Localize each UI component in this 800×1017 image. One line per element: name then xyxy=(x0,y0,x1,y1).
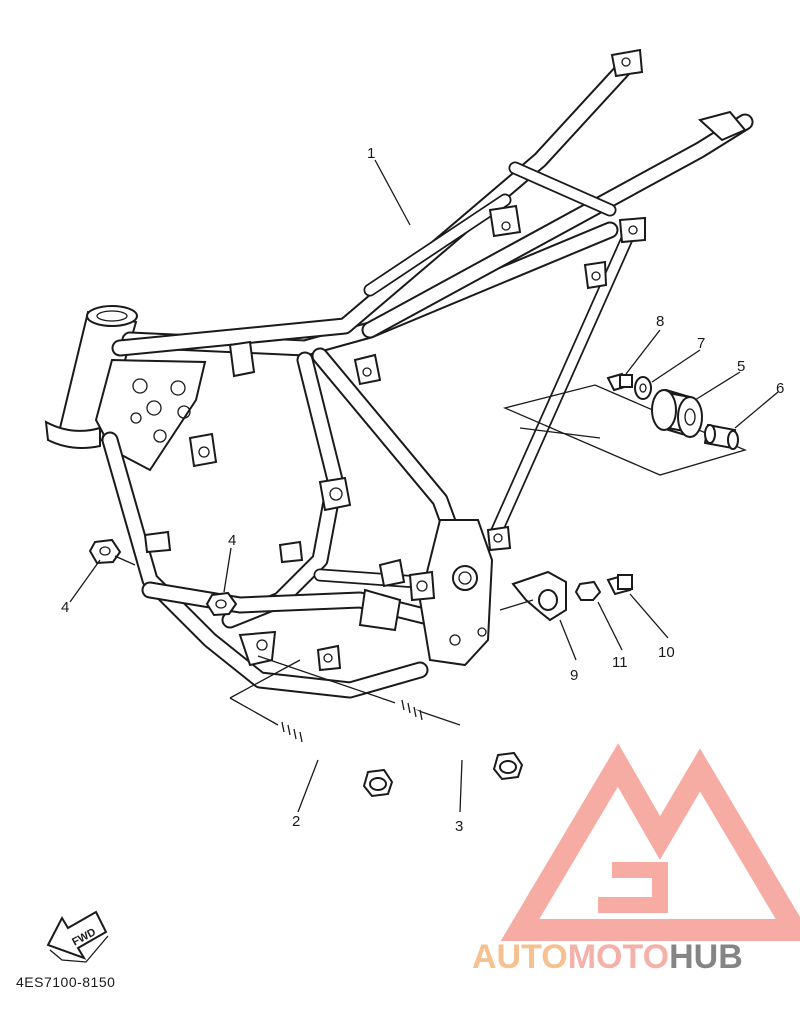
bolt-10 xyxy=(606,574,633,596)
watermark-moto: MOTO xyxy=(568,938,669,976)
part-label-6: 6 xyxy=(776,380,784,397)
bushing-5 xyxy=(651,389,703,438)
bolt-axis-line-left xyxy=(229,659,301,699)
watermark-hub: HUB xyxy=(669,938,743,976)
shock-mount-group xyxy=(502,372,747,476)
part-label-4-center: 4 xyxy=(228,532,236,549)
pivot-plate xyxy=(418,519,494,667)
mount-axis-line xyxy=(257,655,461,726)
engine-bolt-3 xyxy=(395,699,524,781)
nut-4-center xyxy=(205,591,238,617)
frame-brackets xyxy=(143,48,747,672)
main-frame xyxy=(44,48,754,726)
automotohub-logo: AUTOMOTOHUB xyxy=(472,743,800,976)
part-label-2: 2 xyxy=(292,813,300,830)
part-label-1: 1 xyxy=(367,145,375,162)
fwd-arrow-icon: FWD xyxy=(46,910,109,963)
part-label-11: 11 xyxy=(612,654,628,671)
bolt-8 xyxy=(606,372,633,392)
gusset-plate xyxy=(94,358,207,472)
collar-6 xyxy=(703,423,739,450)
nut-11 xyxy=(574,580,602,601)
diagram-code: 4ES7100-8150 xyxy=(16,974,115,990)
watermark-text: AUTOMOTOHUB xyxy=(472,938,743,976)
part-label-9: 9 xyxy=(570,667,578,684)
watermark-auto: AUTO xyxy=(472,938,568,976)
nut-4-left xyxy=(88,538,136,566)
part-label-4-left: 4 xyxy=(61,599,69,616)
leader-lines xyxy=(69,159,779,813)
frame-tubes xyxy=(101,53,754,699)
part-label-10: 10 xyxy=(658,644,675,661)
part-label-8: 8 xyxy=(656,313,664,330)
part-number-labels: 1 2 3 4 4 5 6 7 8 9 11 10 xyxy=(61,145,784,835)
engine-bolt-2 xyxy=(275,721,394,798)
washer-7 xyxy=(634,376,652,400)
part-label-3: 3 xyxy=(455,818,463,835)
bracket-9 xyxy=(499,570,567,622)
bolt-axis-line-2 xyxy=(229,697,279,726)
part-label-7: 7 xyxy=(697,335,705,352)
part-label-5: 5 xyxy=(737,358,745,375)
